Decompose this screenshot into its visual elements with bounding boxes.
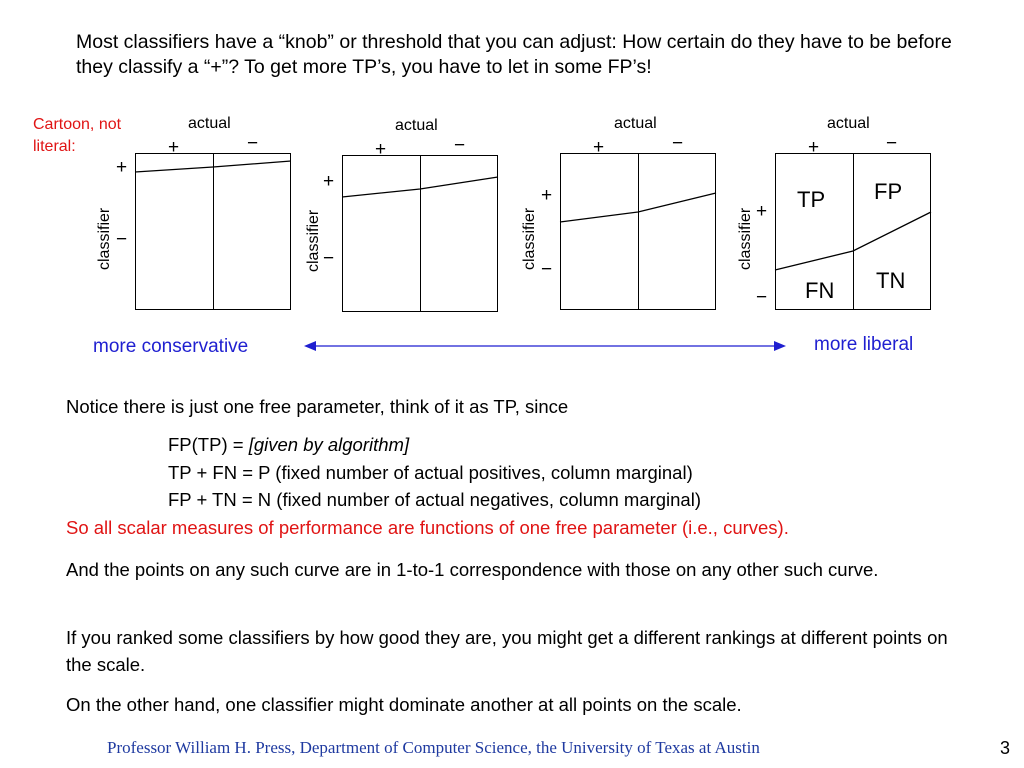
footer-credit: Professor William H. Press, Department o… [107,738,760,757]
scale-arrow-left-head [304,341,316,351]
red-conclusion: So all scalar measures of performance ar… [66,517,789,538]
d3-row-minus: − [541,259,553,280]
equation-fp-italic: [given by algorithm] [248,434,410,455]
d4-col-minus: − [886,133,898,154]
d2-col-minus: − [454,135,466,156]
d3-matrix [560,153,716,310]
d4-threshold-line [774,211,932,271]
d2-row-plus: + [323,171,335,192]
d3-actual-label: actual [614,115,657,132]
equation-n: FP + TN = N (fixed number of actual nega… [168,489,701,510]
d4-col-plus: + [808,137,820,158]
d3-col-minus: − [672,133,684,154]
d3-threshold-line [559,192,717,223]
d4-matrix [775,153,931,310]
d4-divider [853,154,854,309]
d1-divider [213,154,214,309]
d1-threshold-line [134,160,292,173]
d2-matrix [342,155,498,312]
d1-col-minus: − [247,133,259,154]
d1-col-plus: + [168,137,180,158]
intro-text: Most classifiers have a “knob” or thresh… [76,31,952,78]
paragraph-dominate: On the other hand, one classifier might … [66,694,742,715]
equation-fp-prefix: FP(TP) = [168,434,249,455]
d3-row-plus: + [541,185,553,206]
cartoon-note: Cartoon, not literal: [33,116,122,155]
d1-row-plus: + [116,157,128,178]
d4-row-minus: − [756,287,768,308]
paragraph-rankings: If you ranked some classifiers by how go… [66,627,948,675]
d2-threshold-line [341,176,499,198]
more-liberal-label: more liberal [814,334,914,355]
cell-tp: TP [797,187,826,212]
d1-actual-label: actual [188,115,231,132]
d1-row-minus: − [116,229,128,250]
page-number: 3 [1000,738,1011,758]
scale-arrow-right-head [774,341,786,351]
d2-col-plus: + [375,139,387,160]
d3-col-plus: + [593,137,605,158]
paragraph-free-parameter: Notice there is just one free parameter,… [66,396,569,417]
equation-fp: FP(TP) = [given by algorithm] [168,431,409,458]
d2-actual-label: actual [395,117,438,134]
d4-row-plus: + [756,201,768,222]
cell-tn: TN [876,268,906,293]
d2-divider [420,156,421,311]
cell-fn: FN [805,278,835,303]
d4-actual-label: actual [827,115,870,132]
d1-matrix [135,153,291,310]
more-conservative-label: more conservative [93,336,249,357]
paragraph-correspondence: And the points on any such curve are in … [66,559,879,580]
equation-p: TP + FN = P (fixed number of actual posi… [168,462,693,483]
d2-row-minus: − [323,248,335,269]
d3-divider [638,154,639,309]
cell-fp: FP [874,179,903,204]
